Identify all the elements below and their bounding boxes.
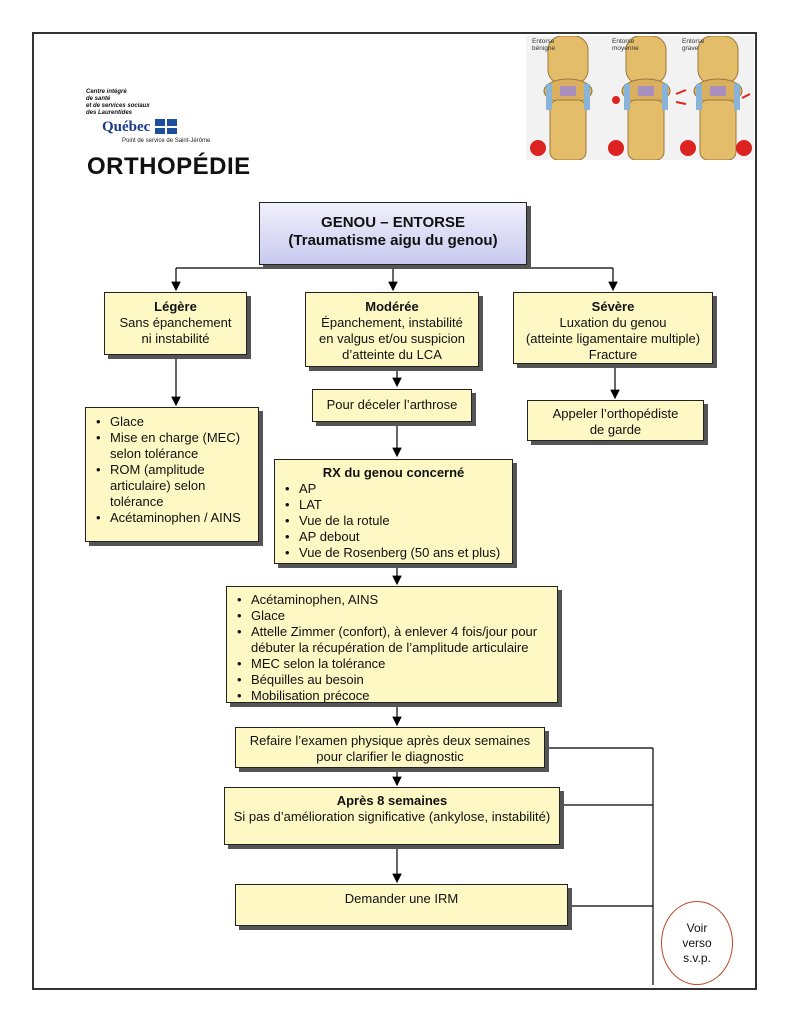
list-item: Acétaminophen / AINS <box>96 510 252 526</box>
page-title: ORTHOPÉDIE <box>87 153 251 180</box>
list-item: Mise en charge (MEC) selon tolérance <box>96 430 252 462</box>
refaire-line: pour clarifier le diagnostic <box>316 749 464 764</box>
see-reverse-line: Voir <box>686 921 708 935</box>
severity-line: Luxation du genou <box>559 315 667 330</box>
see-reverse-line: verso <box>682 936 712 950</box>
list-item: Mobilisation précoce <box>237 688 551 704</box>
knee-sprain-illustration: Entorse bénigne Entorse moyenne Entorse … <box>526 36 754 160</box>
severity-line: Sans épanchement <box>119 315 232 330</box>
list-item: Béquilles au besoin <box>237 672 551 688</box>
list-item: MEC selon la tolérance <box>237 656 551 672</box>
severity-line: ni instabilité <box>141 331 210 346</box>
illustration-label: Entorse grave <box>682 38 705 52</box>
list-item: LAT <box>285 497 512 513</box>
refaire-box: Refaire l’examen physique après deux sem… <box>235 727 545 768</box>
severity-box-moderee: Modérée Épanchement, instabilité en valg… <box>305 292 479 367</box>
severe-action-line: de garde <box>589 422 642 437</box>
severe-action-line: Appeler l’orthopédiste <box>552 406 679 421</box>
logo-line: de santé <box>86 96 111 102</box>
list-item: Acétaminophen, AINS <box>237 592 551 608</box>
quebec-flag-icon <box>154 119 177 135</box>
list-item: AP debout <box>285 529 512 545</box>
list-item: Attelle Zimmer (confort), à enlever 4 fo… <box>237 624 551 656</box>
refaire-line: Refaire l’examen physique après deux sem… <box>249 733 531 748</box>
severity-box-severe: Sévère Luxation du genou (atteinte ligam… <box>513 292 713 364</box>
severity-heading: Sévère <box>591 299 635 314</box>
severity-line: d’atteinte du LCA <box>342 347 442 362</box>
legere-actions-list: Glace Mise en charge (MEC) selon toléran… <box>86 414 252 526</box>
severity-line: (atteinte ligamentaire multiple) <box>525 331 701 346</box>
apres-box: Après 8 semaines Si pas d’amélioration s… <box>224 787 560 845</box>
severe-action-box: Appeler l’orthopédiste de garde <box>527 400 704 441</box>
legere-actions-box: Glace Mise en charge (MEC) selon toléran… <box>85 407 259 542</box>
main-topic-title: GENOU – ENTORSE <box>321 214 465 231</box>
rx-heading: RX du genou concerné <box>322 465 465 480</box>
page-frame <box>32 32 757 990</box>
severity-box-legere: Légère Sans épanchement ni instabilité <box>104 292 247 355</box>
logo-line: et de services sociaux <box>86 103 150 109</box>
main-topic-subtitle: (Traumatisme aigu du genou) <box>288 232 498 249</box>
illustration-label: Entorse moyenne <box>612 38 639 52</box>
list-item: AP <box>285 481 512 497</box>
severity-heading: Modérée <box>365 299 419 314</box>
irm-box: Demander une IRM <box>235 884 568 926</box>
rx-box: RX du genou concerné AP LAT Vue de la ro… <box>274 459 513 564</box>
severity-heading: Légère <box>154 299 197 314</box>
list-item: Vue de la rotule <box>285 513 512 529</box>
logo-quebec-text: Québec <box>102 119 151 135</box>
list-item: ROM (amplitude articulaire) selon toléra… <box>96 462 252 510</box>
rx-list: AP LAT Vue de la rotule AP debout Vue de… <box>275 481 512 561</box>
see-reverse-line: s.v.p. <box>683 951 711 965</box>
list-item: Vue de Rosenberg (50 ans et plus) <box>285 545 512 561</box>
arthrose-box: Pour déceler l’arthrose <box>312 389 472 422</box>
logo-line: des Laurentides <box>86 110 133 116</box>
severity-line: Fracture <box>588 347 638 362</box>
list-item: Glace <box>237 608 551 624</box>
list-item: Glace <box>96 414 252 430</box>
logo-line: Centre intégré <box>86 89 127 95</box>
main-topic-box: GENOU – ENTORSE (Traumatisme aigu du gen… <box>259 202 527 265</box>
treatment-box: Acétaminophen, AINS Glace Attelle Zimmer… <box>226 586 558 704</box>
knee-diagram-graphic <box>530 36 752 160</box>
severity-line: Épanchement, instabilité <box>321 315 463 330</box>
organization-logo: Centre intégré de santé et de services s… <box>86 89 210 144</box>
severity-line: en valgus et/ou suspicion <box>319 331 465 346</box>
apres-heading: Après 8 semaines <box>336 793 448 808</box>
treatment-list: Acétaminophen, AINS Glace Attelle Zimmer… <box>227 592 551 704</box>
illustration-label: Entorse bénigne <box>532 38 556 52</box>
apres-line: Si pas d’amélioration significative (ank… <box>233 809 551 824</box>
logo-point-de-service: Point de service de Saint-Jérôme <box>122 138 211 144</box>
see-reverse-circle: Voir verso s.v.p. <box>661 901 733 985</box>
